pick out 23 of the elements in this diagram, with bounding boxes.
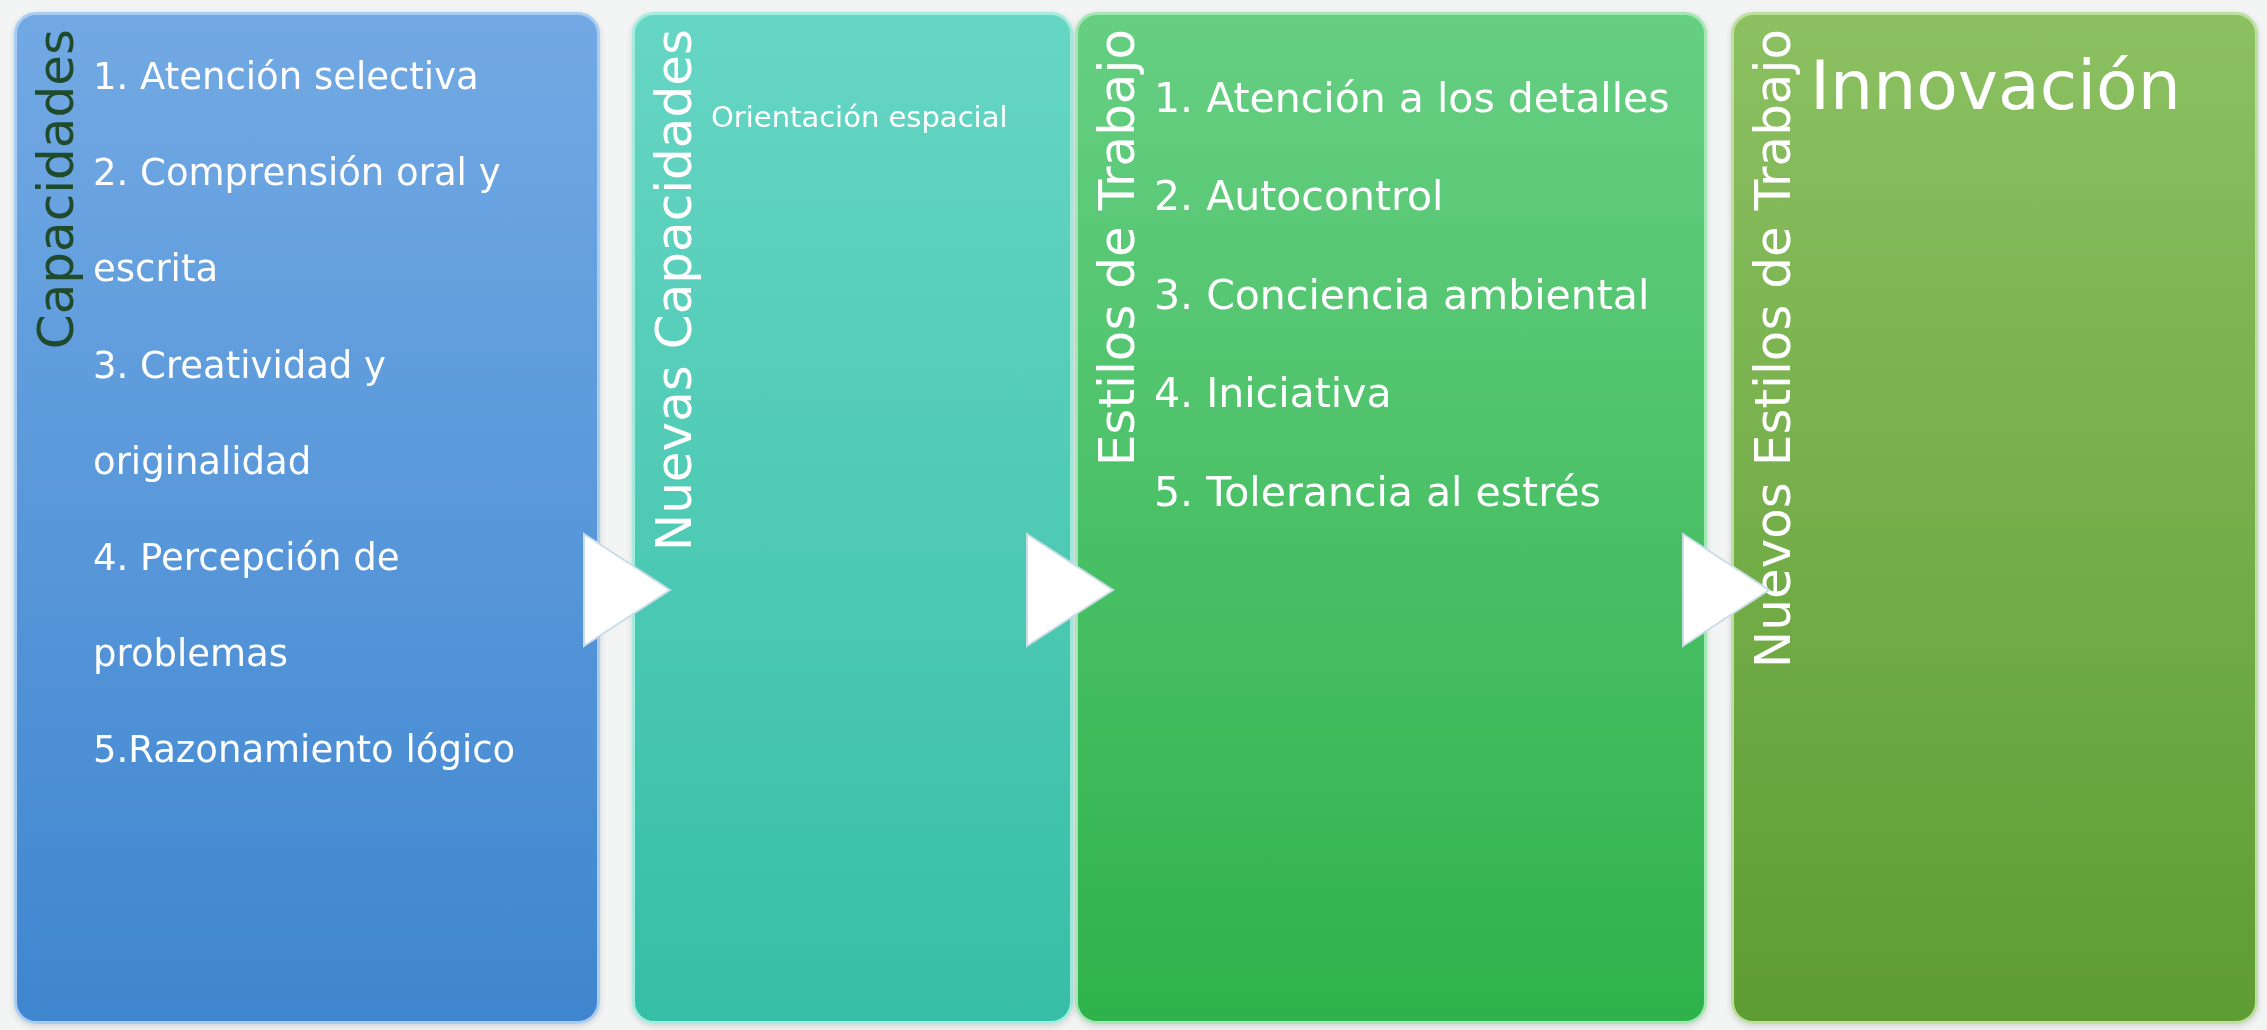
panel bbox=[1075, 12, 1707, 1024]
panel-heading: Capacidades bbox=[31, 29, 81, 350]
panel bbox=[632, 12, 1073, 1024]
chevron-arrow bbox=[1682, 533, 1770, 647]
panel bbox=[14, 12, 600, 1024]
chevron-arrow bbox=[583, 533, 671, 647]
list-item: 2. Autocontrol bbox=[1154, 171, 1445, 223]
panel-heading: Estilos de Trabajo bbox=[1092, 29, 1142, 467]
panel bbox=[1731, 12, 2258, 1024]
list-item: Innovación bbox=[1810, 49, 2182, 124]
list-item: 5. Tolerancia al estrés bbox=[1154, 466, 1602, 518]
list-item: 4. Percepción de problemas bbox=[93, 534, 401, 678]
list-item: 1. Atención selectiva bbox=[93, 54, 480, 100]
list-item: 4. Iniciativa bbox=[1154, 368, 1393, 420]
list-item: 3. Conciencia ambiental bbox=[1154, 269, 1651, 321]
panel-heading: Nuevas Capacidades bbox=[649, 29, 699, 552]
chevron-arrow bbox=[1026, 533, 1114, 647]
list-item: 2. Comprensión oral y escrita bbox=[93, 150, 502, 293]
list-item: 1. Atención a los detalles bbox=[1154, 73, 1671, 124]
panel-heading: Nuevos Estilos de Trabajo bbox=[1748, 29, 1798, 669]
list-item: Orientación espacial bbox=[711, 99, 1009, 136]
list-item: 5.Razonamiento lógico bbox=[93, 727, 517, 774]
list-item: 3. Creatividad y originalidad bbox=[93, 342, 387, 485]
